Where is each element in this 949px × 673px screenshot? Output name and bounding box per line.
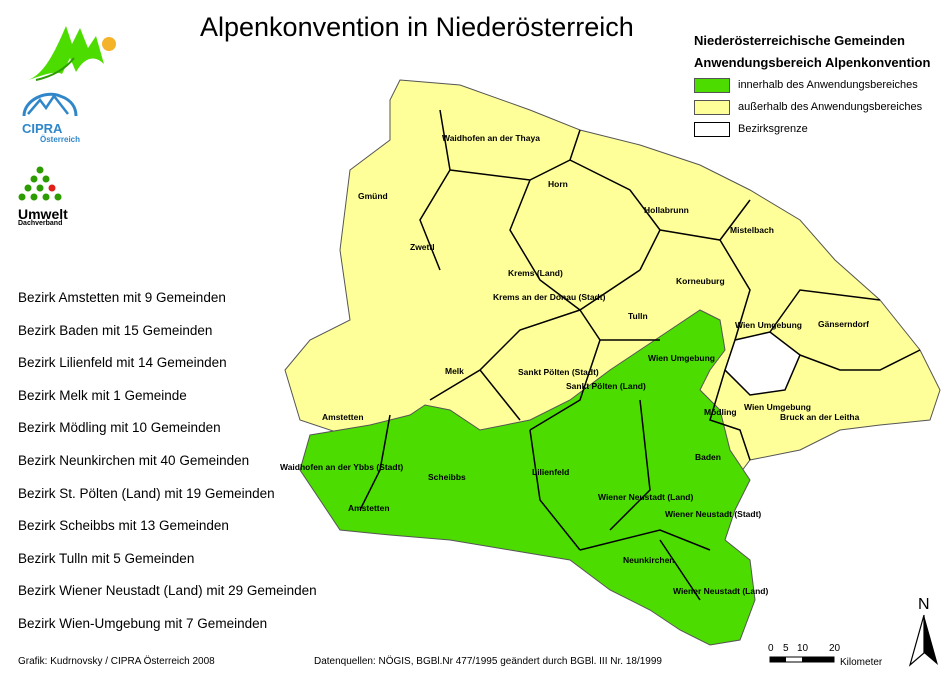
map-label: Gmünd [358, 191, 388, 201]
legend-item: innerhalb des Anwendungsbereiches [694, 74, 949, 96]
map-label: Baden [695, 452, 721, 462]
map-label: Sankt Pölten (Stadt) [518, 367, 599, 377]
bezirk-item: Bezirk Mödling mit 10 Gemeinden [18, 420, 221, 436]
legend-label: Bezirksgrenze [738, 123, 808, 135]
map-label: Horn [548, 179, 568, 189]
map-label: Krems (Land) [508, 268, 563, 278]
scale-tick: 5 [783, 643, 789, 654]
map-label: Sankt Pölten (Land) [566, 381, 646, 391]
cipra-name: CIPRA [22, 121, 63, 136]
area-inside [299, 309, 756, 646]
map-title: Alpenkonvention in Niederösterreich [200, 12, 634, 42]
map-label: Bruck an der Leitha [780, 412, 860, 422]
scale-tick: 0 [768, 643, 774, 654]
map-label: Waidhofen an der Thaya [442, 133, 540, 143]
map-label: Neunkirchen [623, 555, 675, 565]
bezirk-item: Bezirk Baden mit 15 Gemeinden [18, 322, 213, 338]
alpenkonvention-logo [28, 26, 116, 81]
lower-austria-map: Waidhofen an der Thaya Gmünd Horn Hollab… [280, 79, 941, 646]
map-label: Gänserndorf [818, 319, 869, 329]
map-label: Wien Umgebung [735, 320, 802, 330]
map-label: Lilienfeld [532, 467, 569, 477]
credit-text: Grafik: Kudrnovsky / CIPRA Österreich 20… [18, 656, 215, 667]
map-label: Hollabrunn [644, 205, 689, 215]
map-label: Tulln [628, 311, 648, 321]
bezirk-list: Bezirk Amstetten mit 9 Gemeinden Bezirk … [18, 288, 317, 647]
map-legend: Niederösterreichische Gemeinden Anwendun… [694, 30, 949, 140]
map-label: Mödling [704, 407, 737, 417]
legend-heading: Anwendungsbereich Alpenkonvention [694, 55, 931, 70]
legend-swatch-green [694, 77, 730, 93]
cipra-logo [22, 92, 78, 117]
map-label: Krems an der Donau (Stadt) [493, 292, 606, 302]
map-label: Wiener Neustadt (Land) [673, 586, 768, 596]
map-label: Scheibbs [428, 472, 466, 482]
area-outside [284, 79, 941, 501]
bezirk-item: Bezirk Amstetten mit 9 Gemeinden [18, 290, 226, 305]
legend-item: außerhalb des Anwendungsbereiches [694, 96, 949, 118]
map-label: Zwettl [410, 242, 435, 252]
legend-label: außerhalb des Anwendungsbereiches [738, 101, 923, 113]
legend-label: innerhalb des Anwendungsbereiches [738, 79, 918, 91]
bezirk-item: Bezirk Wiener Neustadt (Land) mit 29 Gem… [18, 583, 317, 599]
scale-tick: 10 [797, 643, 809, 654]
north-label: N [918, 596, 930, 613]
scale-unit: Kilometer [840, 657, 883, 667]
bezirk-item: Bezirk Tulln mit 5 Gemeinden [18, 550, 195, 566]
legend-swatch-border [694, 121, 730, 137]
north-arrow-icon: N [908, 596, 938, 667]
district-borders [359, 109, 921, 601]
map-label: Wien Umgebung [744, 402, 811, 412]
map-label: Amstetten [322, 412, 364, 422]
bezirk-item: Bezirk Melk mit 1 Gemeinde [18, 387, 187, 403]
map-label: Wien Umgebung [648, 353, 715, 363]
map-label: Korneuburg [676, 276, 725, 286]
bezirk-item: Bezirk Neunkirchen mit 40 Gemeinden [18, 452, 250, 468]
umwelt-logo [18, 166, 62, 201]
map-label: Melk [445, 366, 464, 376]
umwelt-subtitle: Dachverband [18, 220, 63, 227]
legend-heading: Niederösterreichische Gemeinden [694, 33, 905, 48]
map-label: Wiener Neustadt (Land) [598, 492, 693, 502]
legend-item: Bezirksgrenze [694, 118, 949, 140]
map-label: Wiener Neustadt (Stadt) [665, 509, 761, 519]
sources-text: Datenquellen: NÖGIS, BGBl.Nr 477/1995 ge… [314, 656, 662, 667]
map-label: Waidhofen an der Ybbs (Stadt) [280, 462, 403, 472]
cipra-subtitle: Österreich [40, 135, 81, 144]
bezirk-item: Bezirk Wien-Umgebung mit 7 Gemeinden [18, 615, 268, 631]
bezirk-item: Bezirk St. Pölten (Land) mit 19 Gemeinde… [18, 485, 275, 501]
map-label: Amstetten [348, 503, 390, 513]
bezirk-item: Bezirk Lilienfeld mit 14 Gemeinden [18, 355, 227, 371]
legend-swatch-yellow [694, 99, 730, 115]
umwelt-name: Umwelt [18, 206, 68, 222]
scale-bar: 0 5 10 20 Kilometer [768, 643, 883, 667]
bezirk-item: Bezirk Scheibbs mit 13 Gemeinden [18, 518, 229, 534]
scale-tick: 20 [829, 643, 841, 654]
map-label: Mistelbach [730, 225, 774, 235]
